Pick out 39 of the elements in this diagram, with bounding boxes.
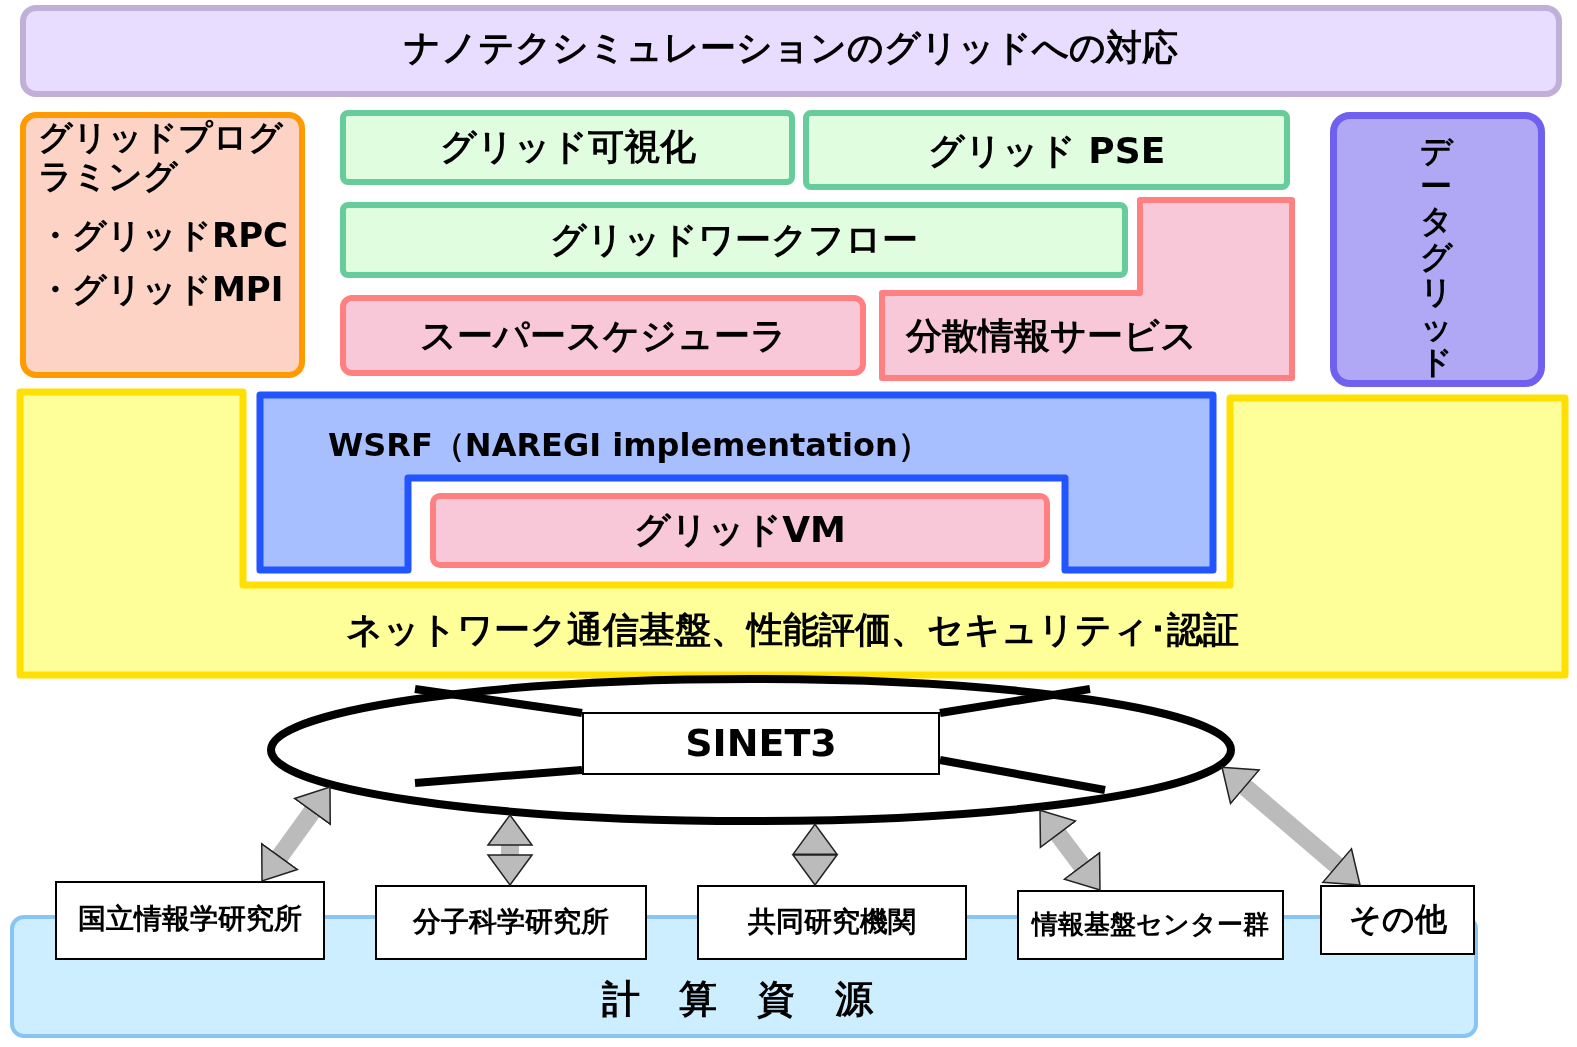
workflow-box xyxy=(340,202,1128,278)
label: 分散情報サービス xyxy=(906,315,1197,357)
label: グリッドVM xyxy=(633,509,847,551)
label: 国立情報学研究所 xyxy=(77,903,303,936)
label: 共同研究機関 xyxy=(747,906,917,939)
label: データグリッド xyxy=(1420,134,1452,381)
label: グリッド PSE xyxy=(926,130,1167,172)
institution-box xyxy=(1320,885,1475,955)
label: SINET3 xyxy=(684,722,838,766)
network-label-box xyxy=(582,712,940,775)
institution-box xyxy=(375,885,647,960)
data-grid-box xyxy=(1330,112,1545,387)
label: 情報基盤センター群 xyxy=(1030,910,1270,940)
label: WSRF（NAREGI implementation） xyxy=(328,427,930,464)
label: ナノテクシミュレーションのグリッドへの対応 xyxy=(403,27,1179,69)
double-arrow xyxy=(1221,766,1361,886)
label: ・グリッドRPC xyxy=(38,216,289,256)
label: グリッド可視化 xyxy=(438,126,697,168)
label: その他 xyxy=(1347,901,1448,938)
double-arrow xyxy=(261,786,331,882)
label: グリッドワークフロー xyxy=(549,219,919,261)
label: ネットワーク通信基盤、性能評価、セキュリティ･認証 xyxy=(345,609,1240,651)
institution-box xyxy=(55,881,325,960)
pse-box xyxy=(803,110,1290,190)
double-arrow xyxy=(792,823,838,886)
institution-box xyxy=(1017,890,1284,960)
programming-box xyxy=(20,112,305,378)
grid-vm-box xyxy=(430,493,1050,568)
institution-box xyxy=(697,885,967,960)
label: グリッドプログラミング xyxy=(38,118,285,197)
title-band xyxy=(20,5,1562,97)
label: 分子科学研究所 xyxy=(412,906,610,939)
visualization-box xyxy=(340,110,795,185)
label: ・グリッドMPI xyxy=(38,270,284,310)
label: 計 算 資 源 xyxy=(600,978,888,1022)
double-arrow xyxy=(487,814,533,886)
double-arrow xyxy=(1039,809,1101,891)
label: スーパースケジューラ xyxy=(418,315,788,357)
scheduler-box xyxy=(340,295,866,376)
